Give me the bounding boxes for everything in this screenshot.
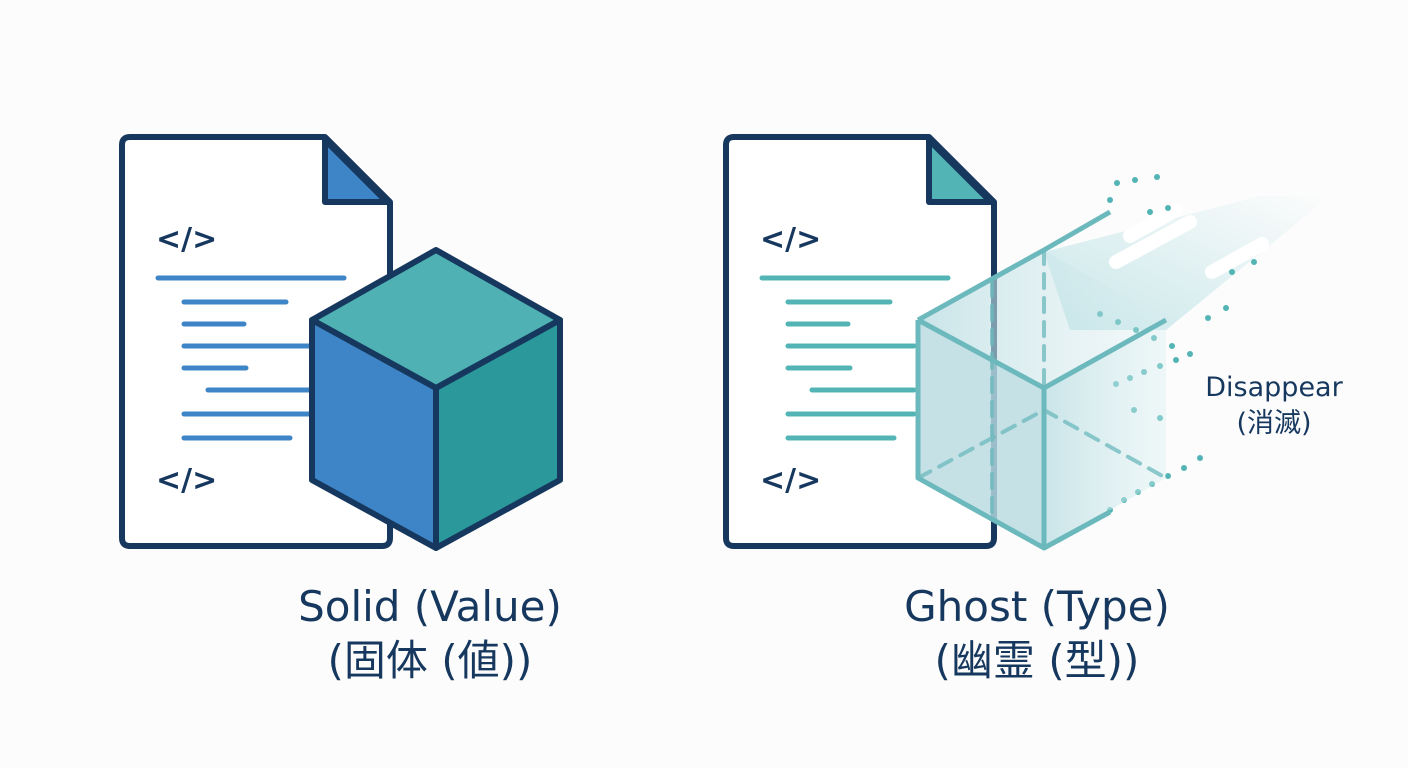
disappear-label: Disappear (消滅) [1182,370,1366,442]
ghost-cube-icon [915,209,1168,551]
ghost-title: Ghost (Type) [904,582,1170,631]
ghost-subtitle: (幽霊 (型)) [934,636,1140,685]
solid-code-lines [155,275,347,441]
ghost-code-lines [759,275,951,441]
ghost-open-tag: </> [760,222,821,257]
disappear-text: Disappear [1205,372,1343,403]
solid-caption: Solid (Value) (固体 (値)) [250,580,610,688]
solid-subtitle: (固体 (値)) [327,636,533,685]
solid-close-tag: </> [156,463,217,498]
solid-title: Solid (Value) [298,582,562,631]
disappear-jp-text: (消滅) [1236,408,1312,439]
ghost-close-tag: </> [760,463,821,498]
solid-cube-icon [309,247,563,551]
solid-open-tag: </> [156,222,217,257]
ghost-caption: Ghost (Type) (幽霊 (型)) [852,580,1222,688]
